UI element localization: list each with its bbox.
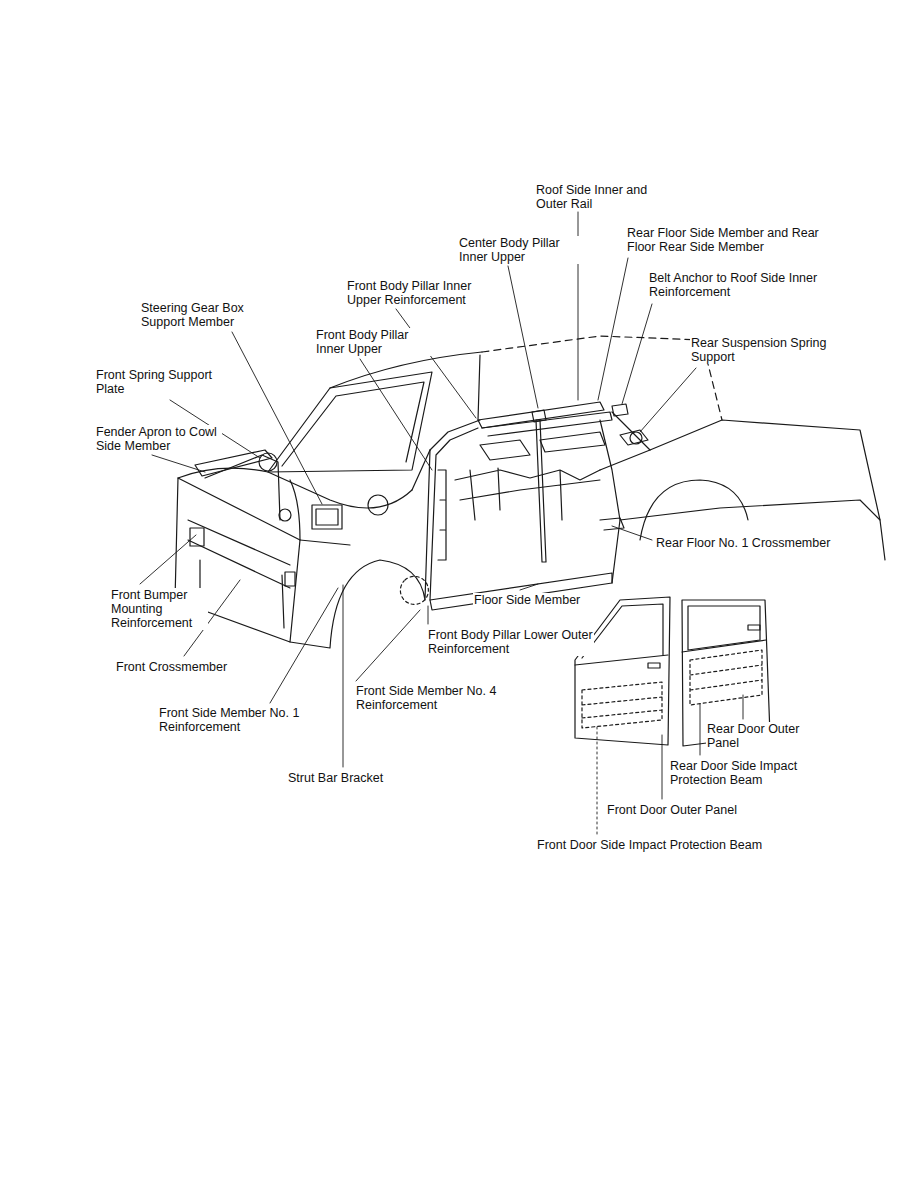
part-label: Front Side Member No. 1 Reinforcement — [158, 706, 330, 734]
part-label: Rear Door Side Impact Protection Beam — [669, 759, 831, 787]
part-label: Front Body Pillar Inner Upper — [315, 328, 435, 356]
part-label: Front Side Member No. 4 Reinforcement — [355, 684, 527, 712]
part-label: Front Body Pillar Inner Upper Reinforcem… — [346, 279, 498, 307]
part-label: Center Body Pillar Inner Upper — [458, 236, 582, 264]
leader-line — [598, 258, 628, 400]
part-label: Rear Floor Side Member and Rear Floor Re… — [626, 226, 833, 254]
part-label: Steering Gear Box Support Member — [140, 301, 267, 329]
leader-line — [428, 606, 429, 624]
rear-suspension-support — [620, 430, 648, 445]
part-label: Front Spring Support Plate — [95, 368, 237, 396]
front-fender — [290, 450, 430, 648]
leader-line — [662, 735, 663, 799]
rear-door-handle — [748, 625, 760, 630]
front-door — [575, 597, 670, 745]
window-line — [478, 355, 650, 450]
part-label: Rear Door Outer Panel — [706, 722, 826, 750]
steering-support-detail — [300, 509, 350, 545]
front-door-beam — [582, 682, 662, 728]
part-label: Front Door Side Impact Protection Beam — [536, 838, 763, 852]
leader-line — [356, 610, 420, 681]
engine-bay — [205, 455, 300, 540]
leader-line — [140, 535, 196, 584]
leader-line — [152, 455, 205, 472]
headlamp-left — [190, 528, 204, 546]
spring-support — [259, 453, 277, 471]
leader-line — [520, 584, 538, 590]
windshield — [268, 372, 432, 472]
part-label: Strut Bar Bracket — [287, 771, 384, 785]
b-pillar-top — [532, 410, 546, 422]
floor-tunnel — [480, 432, 605, 460]
part-label: Roof Side Inner and Outer Rail — [535, 183, 677, 211]
leader-line — [612, 526, 652, 540]
a-pillar-detail — [438, 470, 446, 560]
headlamp-right — [285, 572, 295, 586]
part-label: Front Body Pillar Lower Outer Reinforcem… — [427, 628, 594, 656]
leader-lines — [140, 212, 743, 834]
leader-line — [508, 266, 538, 408]
leader-line — [743, 695, 744, 719]
fender-top — [412, 450, 430, 490]
rear-deck — [600, 420, 880, 520]
spring-support-2 — [368, 495, 388, 515]
part-label: Rear Suspension Spring Support — [690, 336, 857, 364]
part-label: Rear Floor No. 1 Crossmember — [655, 536, 831, 550]
front-door-handle — [648, 663, 660, 668]
rear-wheel-arch — [640, 480, 748, 540]
part-label: Front Crossmember — [115, 660, 228, 674]
leader-line — [232, 332, 322, 504]
wheel-arch-dashed — [400, 576, 428, 604]
leader-line — [343, 585, 344, 767]
roof-dashed — [482, 336, 722, 420]
leader-line — [640, 368, 696, 432]
part-label: Front Bumper Mounting Reinforcement — [110, 588, 208, 630]
part-label: Floor Side Member — [473, 593, 581, 607]
windshield-inner — [282, 382, 424, 466]
apron — [195, 450, 272, 476]
part-label: Fender Apron to Cowl Side Member — [95, 425, 222, 453]
rear-quarter — [612, 500, 885, 583]
floor-side-member — [430, 573, 612, 610]
leader-line — [622, 304, 652, 404]
leader-line — [396, 309, 476, 418]
rear-door-belt — [682, 640, 766, 652]
leader-line — [270, 588, 338, 703]
floor-interior — [455, 468, 600, 520]
front-door-outline — [575, 597, 670, 745]
front-door-window — [582, 604, 663, 658]
part-label: Belt Anchor to Roof Side Inner Reinforce… — [648, 271, 830, 299]
a-pillar — [430, 420, 480, 600]
roof-line — [330, 352, 482, 388]
leader-line — [700, 704, 701, 755]
rear-floor-side — [600, 420, 620, 520]
leader-line — [597, 727, 598, 834]
rear-door-window — [688, 606, 760, 650]
rear-spring-seat — [630, 432, 642, 444]
rear-door-beam — [690, 650, 762, 705]
leader-line — [360, 359, 432, 470]
part-label: Front Door Outer Panel — [606, 803, 738, 817]
bay-hole — [279, 509, 291, 521]
